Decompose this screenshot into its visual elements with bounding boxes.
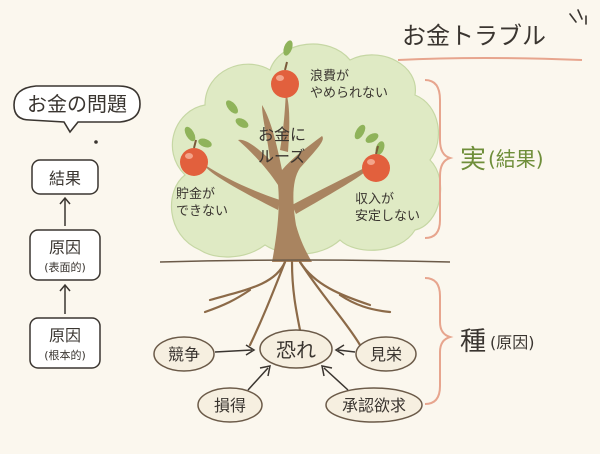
chain-arrow-up-2 (59, 283, 71, 314)
problem-bubble-label: お金の問題 (27, 92, 127, 116)
fruit-right-label-line2: 安定しない (355, 209, 420, 224)
trunk-label-line2: ルーズ (258, 147, 305, 166)
title-sparkle-icon (569, 9, 587, 25)
cause-root-line1: 原因 (49, 326, 81, 345)
tree-trunk (238, 105, 323, 262)
seed-brace (424, 277, 454, 405)
fruit-brace (424, 79, 454, 239)
fruit-top-label-line2: やめられない (310, 86, 388, 101)
cause-root-box (29, 317, 101, 369)
fruit-left-label-line2: できない (176, 204, 228, 219)
problem-bubble (13, 85, 141, 134)
tree-branch-right (292, 165, 371, 214)
trunk-label-line1: お金に (258, 125, 306, 144)
apple-top-icon (271, 61, 299, 98)
tree-roots (203, 260, 392, 347)
fruit-right-label-line1: 収入が (355, 192, 394, 207)
fear-node (259, 329, 333, 369)
chain-arrow-up-1 (59, 196, 71, 226)
tree-branch-top (280, 92, 290, 152)
fruit-sublabel: (結果) (488, 147, 544, 171)
result-box (31, 159, 99, 195)
fear-label: 恐れ (276, 338, 316, 362)
root-arrows (214, 344, 356, 391)
ground-line (159, 259, 451, 263)
loss-label: 損得 (214, 396, 246, 415)
competition-label: 競争 (168, 345, 200, 364)
fruit-label: 実 (460, 145, 486, 175)
fruit-top-label-line1: 浪費が (310, 69, 349, 84)
apple-right-icon (362, 145, 390, 182)
tree-leaves (184, 40, 385, 155)
fruit-left-label-line1: 貯金が (176, 186, 215, 202)
bubble-dot-icon (94, 140, 98, 144)
diagram-title: お金トラブル (402, 22, 546, 50)
seed-label: 種 (460, 327, 486, 357)
seed-sublabel: (原因) (490, 333, 535, 352)
cause-surface-box (29, 229, 101, 281)
cause-surface-line1: 原因 (49, 238, 81, 257)
approval-node (325, 387, 423, 423)
result-box-label: 結果 (49, 169, 81, 188)
approval-label: 承認欲求 (342, 396, 406, 415)
tree-branch-left (205, 165, 280, 210)
apple-left-icon (180, 139, 208, 176)
cause-root-line2: (根本的) (44, 348, 86, 362)
competition-node (153, 336, 215, 372)
loss-node (197, 387, 263, 423)
title-underline (397, 57, 583, 61)
vanity-node (355, 336, 417, 372)
cause-surface-line2: (表面的) (44, 260, 86, 274)
vanity-label: 見栄 (370, 345, 402, 364)
